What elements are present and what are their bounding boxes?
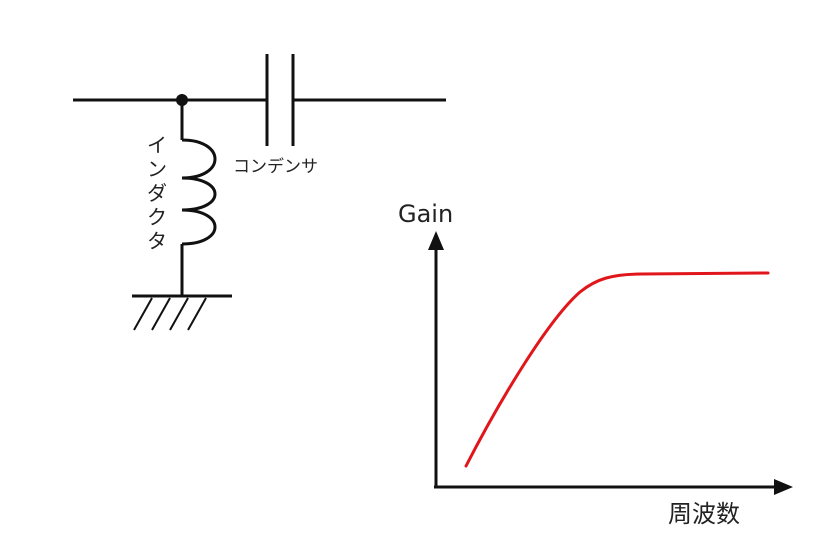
inductor-label-char: タ — [147, 229, 167, 253]
capacitor-label: コンデンサ — [233, 156, 318, 177]
y-axis-arrowhead — [428, 231, 444, 250]
ground-hatch — [187, 297, 207, 331]
junction-node — [176, 94, 188, 106]
y-axis-label: Gain — [398, 200, 453, 228]
gain-graph: Gain 周波数 — [398, 200, 793, 528]
inductor-coil — [181, 138, 217, 246]
x-axis-label: 周波数 — [668, 500, 740, 528]
ground-hatch — [151, 297, 171, 331]
inductor-label-char: ク — [147, 205, 167, 229]
high-pass-circuit — [73, 54, 446, 331]
ground-hatch — [169, 297, 189, 331]
x-axis-arrowhead — [774, 479, 793, 495]
inductor-label: イ ン ダ ク タ — [147, 133, 167, 253]
gain-curve — [464, 271, 770, 468]
inductor-label-char: ダ — [147, 181, 167, 205]
ground-hatch — [133, 297, 153, 331]
inductor-label-char: イ — [147, 133, 167, 157]
inductor-label-char: ン — [147, 157, 167, 181]
